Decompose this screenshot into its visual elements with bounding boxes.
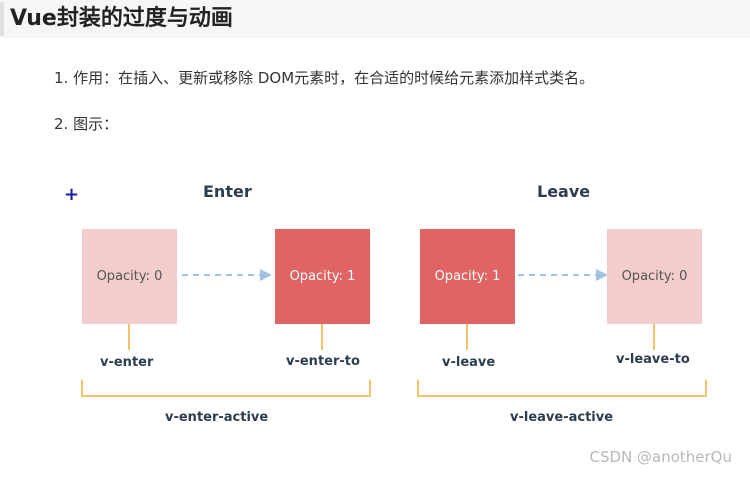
leave-to-stem: [653, 324, 655, 350]
leave-to-box: Opacity: 0: [607, 229, 702, 324]
watermark: CSDN @anotherQu: [589, 448, 732, 466]
leave-to-label: v-leave-to: [616, 352, 690, 367]
plus-icon: +: [64, 184, 80, 205]
enter-active-bracket: [81, 380, 371, 397]
enter-from-stem: [128, 324, 130, 350]
enter-arrow-icon: [182, 269, 272, 281]
enter-to-box-label: Opacity: 1: [289, 269, 356, 284]
enter-to-stem: [321, 324, 323, 350]
leave-from-label: v-leave: [442, 355, 496, 370]
leave-from-box-label: Opacity: 1: [434, 269, 501, 284]
leave-active-bracket: [417, 380, 707, 397]
title-bar: Vue封装的过度与动画: [0, 0, 750, 38]
page-title: Vue封装的过度与动画: [10, 6, 233, 31]
enter-from-box: Opacity: 0: [82, 229, 177, 324]
leave-from-box: Opacity: 1: [420, 229, 515, 324]
enter-title: Enter: [203, 182, 252, 201]
list-item-diagram: 2. 图示：: [54, 115, 119, 133]
leave-title: Leave: [537, 182, 591, 201]
transition-diagram: + Enter Opacity: 0 Opacity: 1 v-enter v-…: [0, 170, 750, 440]
leave-arrow-icon: [518, 269, 608, 281]
leave-from-stem: [466, 324, 468, 350]
leave-active-label: v-leave-active: [510, 410, 614, 425]
enter-from-label: v-enter: [100, 355, 154, 370]
leave-to-box-label: Opacity: 0: [621, 269, 688, 284]
enter-from-box-label: Opacity: 0: [96, 269, 163, 284]
enter-active-label: v-enter-active: [165, 410, 269, 425]
list-item-purpose: 1. 作用：在插入、更新或移除 DOM元素时，在合适的时候给元素添加样式类名。: [54, 69, 595, 87]
title-accent: [0, 2, 4, 36]
enter-to-box: Opacity: 1: [275, 229, 370, 324]
enter-to-label: v-enter-to: [286, 354, 360, 369]
